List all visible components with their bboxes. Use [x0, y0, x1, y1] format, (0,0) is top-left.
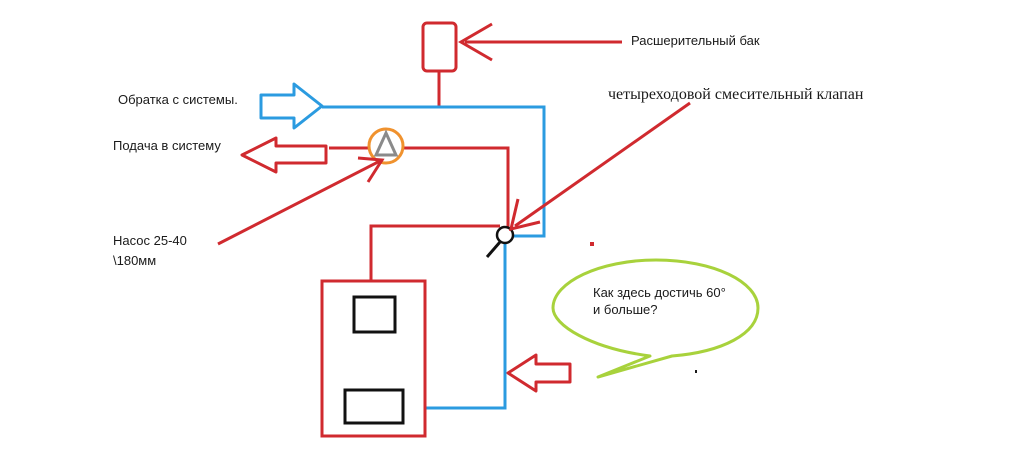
valve-pointer-head	[508, 198, 541, 232]
boiler	[320, 279, 427, 438]
boiler-supply-pipe	[369, 224, 500, 281]
valve-stem	[485, 241, 502, 258]
return-from-system-label: Обратка с системы.	[118, 92, 238, 107]
question-line2: и больше?	[593, 302, 658, 317]
expansion-tank-label: Расшерительный бак	[631, 33, 760, 48]
expansion-tank-pointer-head	[458, 22, 493, 62]
pump-label-line1: Насос 25-40	[113, 233, 187, 248]
supply-arrow-icon	[240, 136, 328, 174]
supply-to-system-label: Подача в систему	[113, 138, 221, 153]
pump-triangle-icon	[373, 129, 399, 157]
return-pipe-upper	[322, 105, 546, 238]
return-pipe-pointer-arrow-icon	[506, 353, 572, 393]
pump-pointer-line	[217, 158, 383, 246]
stray-dot	[695, 370, 697, 373]
pump-pointer-head	[357, 156, 385, 183]
boiler-lower-door	[343, 388, 405, 425]
valve-pointer-line	[514, 101, 691, 228]
return-pipe-lower	[425, 242, 507, 410]
pump-label-line2: \180мм	[113, 253, 157, 268]
question-speech-bubble	[551, 258, 760, 379]
expansion-tank	[421, 21, 458, 73]
stray-dot	[590, 242, 594, 246]
boiler-upper-door	[352, 295, 397, 334]
four-way-valve-label: четыреходовой смесительный клапан	[608, 86, 864, 103]
question-line1: Как здесь достичь 60°	[593, 285, 726, 300]
return-arrow-icon	[259, 82, 324, 130]
supply-pipe-upper	[329, 146, 510, 229]
